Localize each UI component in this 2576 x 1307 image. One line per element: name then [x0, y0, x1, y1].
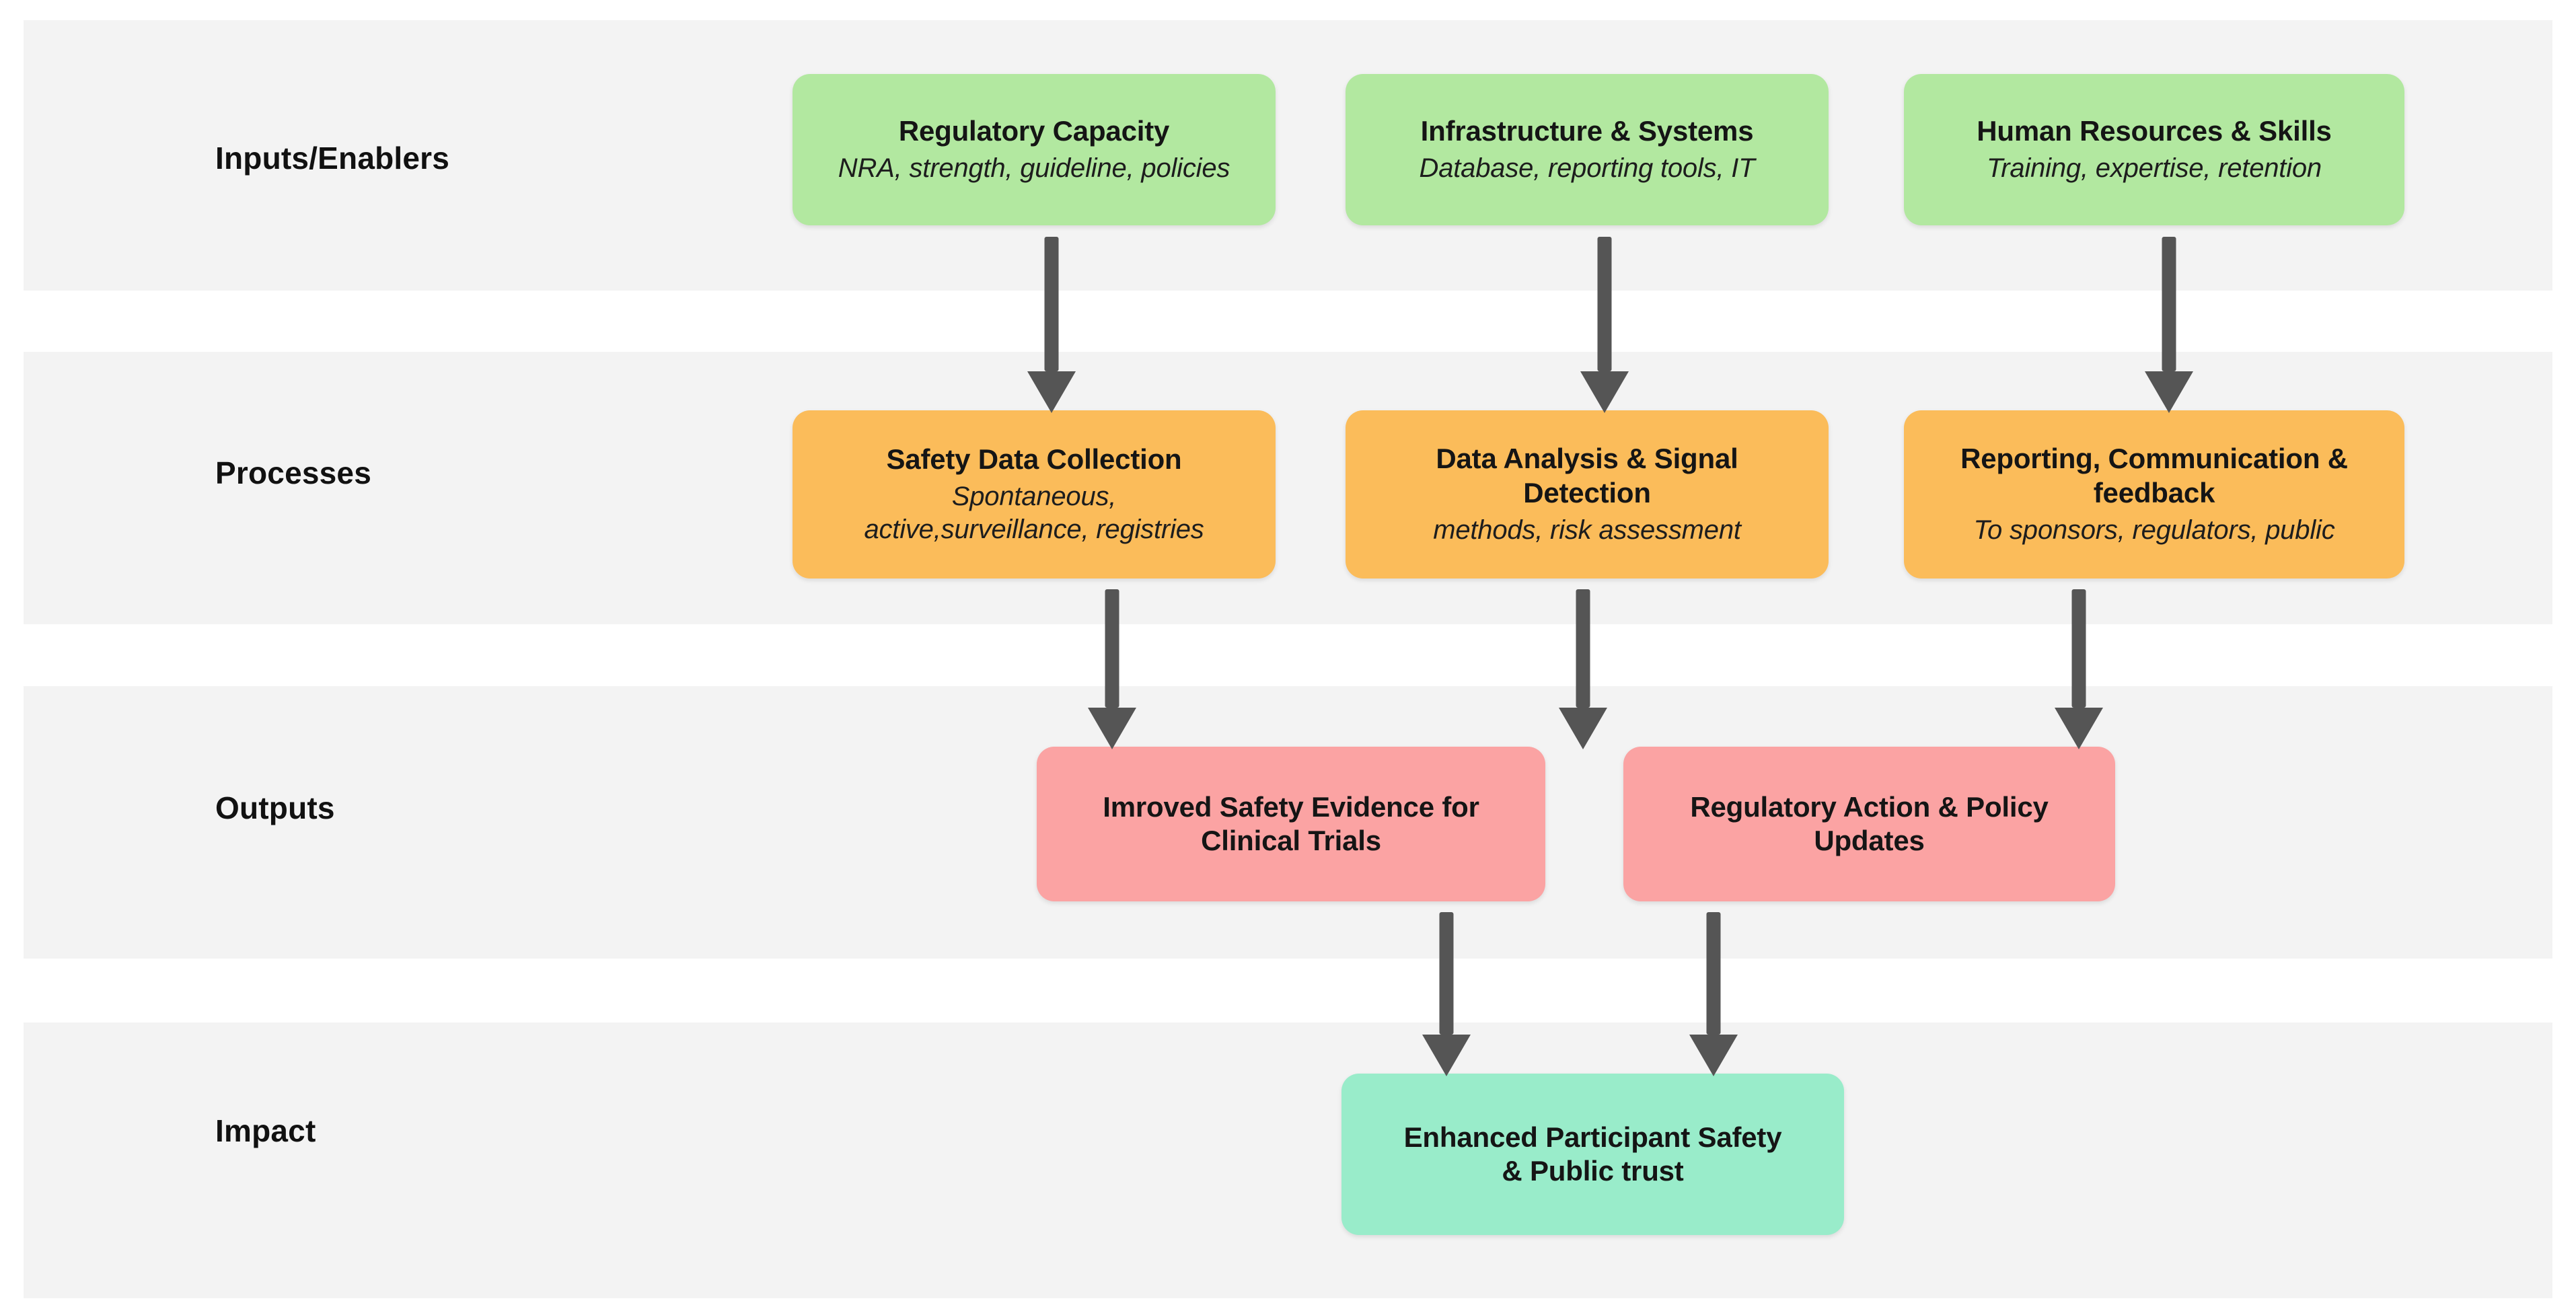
lane-label-processes: Processes — [215, 455, 371, 490]
arrow-reporting-to-regulatory-action — [2055, 589, 2103, 749]
node-regulatory-action-policy-updates[interactable]: Regulatory Action & Policy Updates — [1623, 747, 2115, 901]
arrow-safety-data-collection-to-improved-safety-evidence — [1088, 589, 1136, 749]
node-title-line-1: Reporting, Communication & — [1960, 443, 2348, 475]
arrow-shaft — [2071, 589, 2086, 708]
node-title-line-1: Imroved Safety Evidence for — [1103, 790, 1479, 823]
arrow-head-down-icon — [2145, 371, 2193, 413]
lane-label-inputs: Inputs/Enablers — [215, 141, 450, 176]
arrow-shaft — [1439, 912, 1454, 1035]
arrow-head-down-icon — [2055, 708, 2103, 749]
node-subtitle: To sponsors, regulators, public — [1973, 515, 2335, 545]
node-title-line-2: Clinical Trials — [1201, 825, 1381, 856]
node-title-line-2: feedback — [2093, 476, 2215, 509]
arrow-shaft — [1576, 589, 1590, 708]
node-title-line-2: Updates — [1814, 825, 1925, 856]
node-enhanced-participant-safety[interactable]: Enhanced Participant Safety & Public tru… — [1341, 1074, 1844, 1235]
arrow-improved-safety-evidence-to-enhanced-participant-safety — [1422, 912, 1471, 1076]
arrow-head-down-icon — [1689, 1035, 1738, 1076]
node-reporting-communication-feedback[interactable]: Reporting, Communication & feedback To s… — [1904, 410, 2404, 578]
node-subtitle-line-1: Spontaneous, — [951, 482, 1117, 512]
node-title: Infrastructure & Systems — [1420, 114, 1754, 147]
arrow-shaft — [1597, 237, 1612, 371]
node-subtitle: methods, risk assessment — [1433, 515, 1741, 545]
node-infrastructure-systems[interactable]: Infrastructure & Systems Database, repor… — [1346, 74, 1829, 225]
node-title-line-2: Detection — [1523, 476, 1651, 509]
node-improved-safety-evidence[interactable]: Imroved Safety Evidence for Clinical Tri… — [1037, 747, 1545, 901]
lane-band-impact — [24, 1022, 2552, 1298]
arrow-regulatory-action-to-enhanced-participant-safety — [1689, 912, 1738, 1076]
node-regulatory-capacity[interactable]: Regulatory Capacity NRA, strength, guide… — [793, 74, 1276, 225]
arrow-shaft — [1706, 912, 1721, 1035]
arrow-data-analysis-to-improved-safety-evidence — [1559, 589, 1607, 749]
node-data-analysis-signal-detection[interactable]: Data Analysis & Signal Detection methods… — [1346, 410, 1829, 578]
arrow-head-down-icon — [1580, 371, 1629, 413]
arrow-shaft — [1105, 589, 1119, 708]
arrow-infrastructure-to-data-analysis — [1580, 237, 1629, 413]
lane-label-outputs: Outputs — [215, 790, 335, 825]
node-title-line-1: Regulatory Action & Policy — [1690, 790, 2049, 823]
node-subtitle: NRA, strength, guideline, policies — [838, 153, 1230, 184]
node-title-line-2: & Public trust — [1502, 1155, 1684, 1187]
arrow-regulatory-capacity-to-safety-data-collection — [1027, 237, 1076, 413]
node-title-line-1: Enhanced Participant Safety — [1403, 1121, 1782, 1153]
arrow-head-down-icon — [1422, 1035, 1471, 1076]
node-title-line-1: Data Analysis & Signal — [1436, 443, 1738, 475]
node-title: Regulatory Capacity — [898, 114, 1170, 147]
arrow-human-resources-to-reporting — [2145, 237, 2193, 413]
lane-label-impact: Impact — [215, 1113, 316, 1148]
arrow-shaft — [1044, 237, 1059, 371]
node-title: Human Resources & Skills — [1977, 114, 2332, 147]
node-title: Safety Data Collection — [886, 443, 1182, 475]
node-subtitle-line-2: active,surveillance, registries — [864, 515, 1204, 545]
arrow-head-down-icon — [1559, 708, 1607, 749]
arrow-head-down-icon — [1027, 371, 1076, 413]
node-human-resources-skills[interactable]: Human Resources & Skills Training, exper… — [1904, 74, 2404, 225]
arrow-shaft — [2162, 237, 2176, 371]
arrow-head-down-icon — [1088, 708, 1136, 749]
node-safety-data-collection[interactable]: Safety Data Collection Spontaneous, acti… — [793, 410, 1276, 578]
node-subtitle: Training, expertise, retention — [1987, 153, 2322, 184]
node-subtitle: Database, reporting tools, IT — [1419, 153, 1755, 184]
